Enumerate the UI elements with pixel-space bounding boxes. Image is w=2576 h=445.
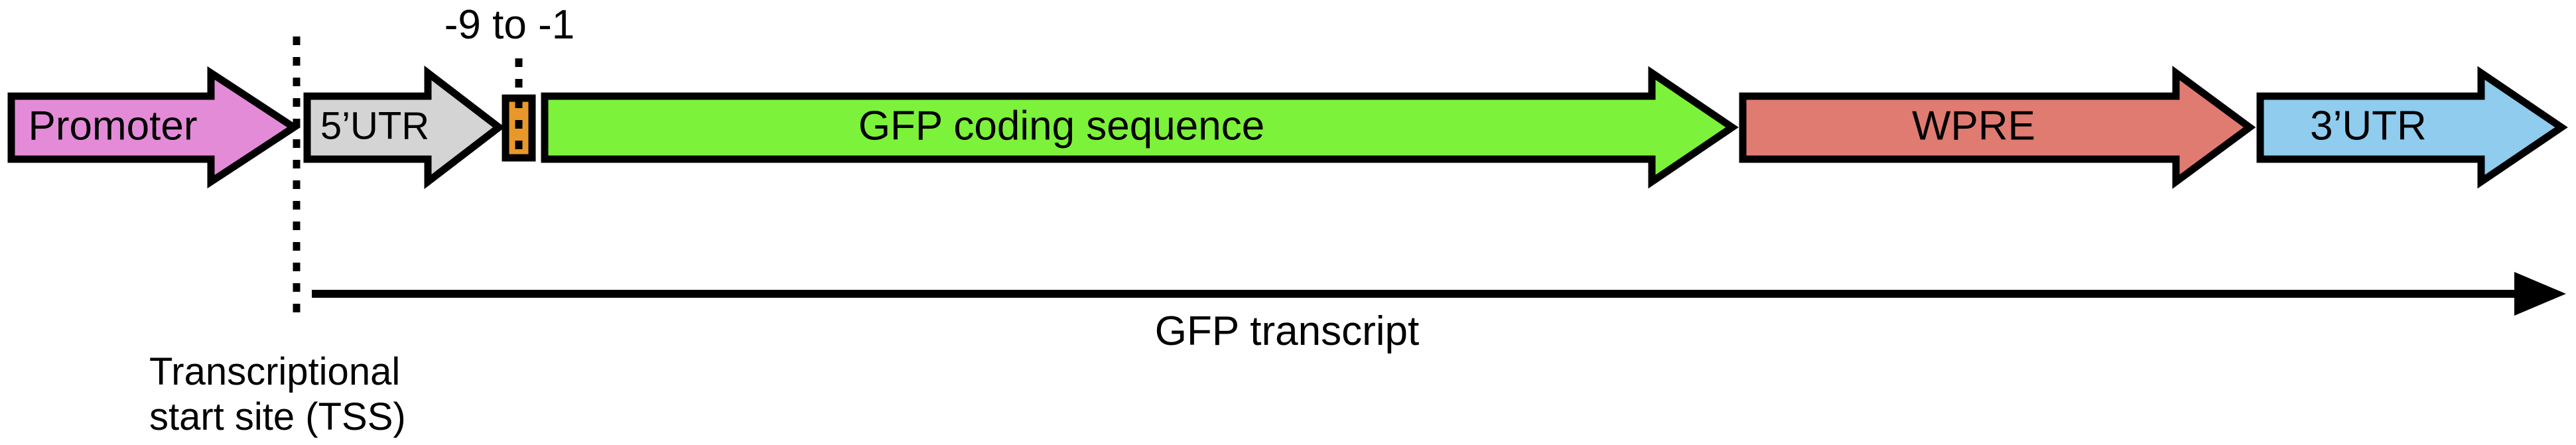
tss-caption-line-2: start site (TSS) — [149, 395, 406, 438]
feature-promoter[interactable]: Promoter — [7, 66, 301, 189]
five-prime-utr-arrow-shape — [303, 65, 506, 190]
wpre-arrow-shape — [1739, 66, 2256, 189]
transcript-label: GFP transcript — [1155, 308, 1420, 354]
feature-wpre[interactable]: WPRE — [1739, 66, 2256, 189]
five-prime-utr-label: 5’UTR — [320, 104, 429, 147]
wpre-label: WPRE — [1912, 103, 2035, 149]
feature-five-prime-utr[interactable]: 5’UTR — [303, 65, 506, 190]
feature-kozak-element[interactable] — [502, 58, 536, 162]
transcript-arrow-head — [2514, 272, 2566, 316]
three-prime-utr-arrow-shape — [2256, 66, 2568, 189]
gfp-coding-sequence-arrow-shape — [541, 66, 1739, 189]
kozak-position-label: -9 to -1 — [444, 2, 575, 48]
kozak-box-shape — [502, 94, 536, 162]
transcript-arrow — [312, 272, 2566, 316]
tss-caption-line-1: Transcriptional — [149, 350, 400, 393]
promoter-arrow-shape — [7, 66, 301, 189]
promoter-label: Promoter — [29, 103, 198, 149]
gfp-coding-sequence-label: GFP coding sequence — [858, 103, 1264, 149]
three-prime-utr-label: 3’UTR — [2310, 103, 2427, 149]
feature-gfp-coding-sequence[interactable]: GFP coding sequence — [541, 66, 1739, 189]
feature-three-prime-utr[interactable]: 3’UTR — [2256, 66, 2568, 189]
